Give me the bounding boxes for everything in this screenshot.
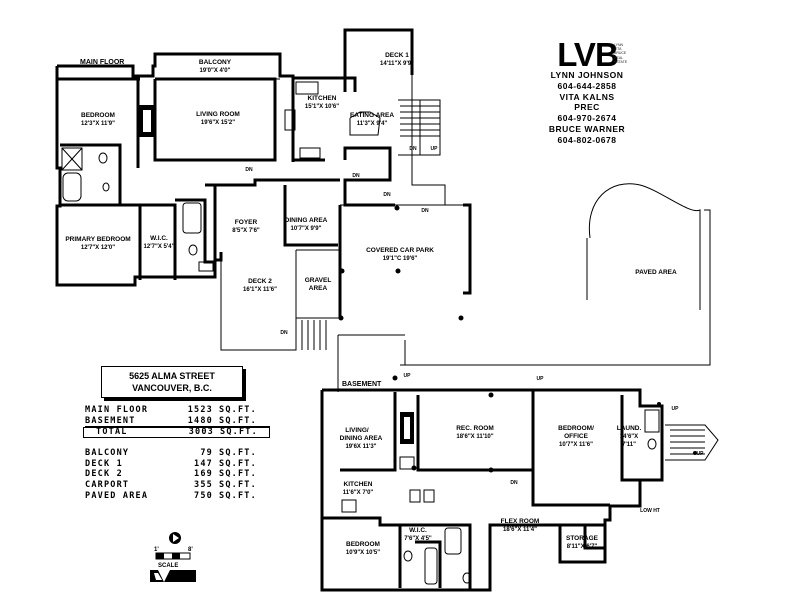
eating-area-name: EATING AREA xyxy=(350,112,394,119)
paved-area-name: PAVED AREA xyxy=(635,269,677,276)
area-row-total: TOTAL 3003 SQ.FT. xyxy=(83,427,270,439)
scale-left-label: 1' xyxy=(154,547,159,553)
base-bedroom-name: BEDROOM xyxy=(346,541,380,548)
wic-dim: 12'7"X 5'4" xyxy=(144,244,175,250)
rec-room-dim: 18'6"X 11'10" xyxy=(456,434,493,440)
bedroom-dim: 12'3"X 11'9" xyxy=(81,121,115,127)
dn-mark: DN xyxy=(421,208,429,214)
base-kitchen-dim: 11'6"X 7'0" xyxy=(343,490,374,496)
agent-name-3: BRUCE WARNER xyxy=(548,123,626,134)
kitchen-dim: 15'1"X 10'6" xyxy=(305,104,339,110)
base-living-name2: DINING AREA xyxy=(340,435,383,442)
low-ht-mark: LOW HT xyxy=(640,508,660,514)
car-park-dim: 19'1"C 19'6" xyxy=(383,256,418,262)
brokerage-logo: LVB LYNN VITA BRUCE REAL ESTATE xyxy=(540,38,635,72)
north-arrow-icon xyxy=(150,570,196,582)
primary-bedroom-name: PRIMARY BEDROOM xyxy=(65,236,130,243)
dn-mark: DN xyxy=(409,146,417,152)
eating-area-dim: 11'3"X 9'4" xyxy=(357,121,388,127)
base-living-dim: 19'6X 11'3" xyxy=(345,444,376,450)
area-row-main: MAIN FLOOR 1523 SQ.FT. xyxy=(85,405,257,415)
scale-bar-icon xyxy=(150,532,196,582)
storage-name: STORAGE xyxy=(566,535,599,542)
living-room-name: LIVING ROOM xyxy=(196,111,240,118)
deck1-name: DECK 1 xyxy=(385,52,409,59)
flex-room-dim: 18'6"X 11'4" xyxy=(503,527,537,533)
deck2-dim: 16'1"X 11'6" xyxy=(243,287,277,293)
office-dim: 10'7"X 11'6" xyxy=(559,442,593,448)
office-name2: OFFICE xyxy=(564,433,588,440)
base-bedroom-dim: 10'9"X 10'5" xyxy=(346,550,380,556)
toilet-icon xyxy=(98,152,108,164)
balcony-name: BALCONY xyxy=(199,59,232,66)
address-line-1: 5625 ALMA STREET xyxy=(129,371,215,381)
base-kitchen-name: KITCHEN xyxy=(344,481,373,488)
bedroom-name: BEDROOM xyxy=(81,112,115,119)
scale-right-label: 8' xyxy=(188,547,193,553)
logo-mark: LVB xyxy=(557,36,619,73)
deck1-dim: 14'11"X 9'9" xyxy=(380,61,414,67)
gravel-name: GRAVEL xyxy=(305,277,332,284)
address-box: 5625 ALMA STREET VANCOUVER, B.C. xyxy=(101,366,243,398)
bathtub-icon xyxy=(62,172,82,202)
up-mark: UP xyxy=(404,373,412,379)
agent-title-2: PREC xyxy=(574,102,600,113)
main-floor-label: MAIN FLOOR xyxy=(80,59,124,66)
wic-name: W.I.C. xyxy=(150,235,168,242)
flex-room-name: FLEX ROOM xyxy=(501,518,540,525)
scale-label: SCALE xyxy=(158,563,179,569)
logo-subtext: LYNN VITA BRUCE REAL ESTATE xyxy=(614,43,628,64)
agent-phone-1: 604-644-2858 xyxy=(557,80,617,91)
office-name: BEDROOM/ xyxy=(558,425,594,432)
car-park-name: COVERED CAR PARK xyxy=(366,247,434,254)
up-mark: UP xyxy=(431,146,439,152)
foyer-name: FOYER xyxy=(235,219,258,226)
area-table: MAIN FLOOR 1523 SQ.FT. BASEMENT 1480 SQ.… xyxy=(83,405,270,501)
main-floor-walls xyxy=(55,28,711,392)
balcony-dim: 19'0"X 4'0" xyxy=(200,68,231,74)
address-line-2: VANCOUVER, B.C. xyxy=(132,383,212,393)
base-wic-name: W.I.C. xyxy=(409,527,427,534)
agent-phone-3: 604-802-0678 xyxy=(557,134,617,145)
foyer-dim: 8'5"X 7'6" xyxy=(232,228,260,234)
dining-area-dim: 10'7"X 9'9" xyxy=(291,226,322,232)
up-mark: UP xyxy=(672,406,680,412)
base-wic-dim: 7'6"X 4'5" xyxy=(404,536,432,542)
dn-mark: DN xyxy=(352,173,360,179)
dn-mark: DN xyxy=(280,330,288,336)
area-row-basement: BASEMENT 1480 SQ.FT. xyxy=(85,416,270,428)
dn-mark: DN xyxy=(510,480,518,486)
up-mark: UP xyxy=(697,451,705,457)
up-mark: UP xyxy=(537,376,545,382)
deck2-name: DECK 2 xyxy=(248,278,272,285)
agent-phone-2: 604-970-2674 xyxy=(557,113,617,124)
living-room-dim: 19'6"X 15'2" xyxy=(201,120,235,126)
basement-walls xyxy=(320,375,719,592)
laundry-name: LAUND. xyxy=(617,425,642,432)
dn-mark: DN xyxy=(383,192,391,198)
basement-label: BASEMENT xyxy=(342,381,382,388)
storage-dim: 8'11"X 6'7" xyxy=(567,544,598,550)
agent-contacts: LYNN JOHNSON 604-644-2858 VITA KALNS PRE… xyxy=(534,70,640,146)
area-row-carport: CARPORT 355 SQ.FT. xyxy=(85,479,257,490)
laundry-dim: 14'6"X xyxy=(620,434,638,440)
rec-room-name: REC. ROOM xyxy=(456,425,494,432)
base-living-name: LIVING/ xyxy=(345,427,369,434)
dining-area-name: DINING AREA xyxy=(285,217,328,224)
area-row-paved: PAVED AREA 750 SQ.FT. xyxy=(85,490,257,501)
area-row-deck2: DECK 2 169 SQ.FT. xyxy=(85,469,257,480)
kitchen-name: KITCHEN xyxy=(308,95,337,102)
stair-icon xyxy=(400,100,440,155)
agent-name-1: LYNN JOHNSON xyxy=(550,70,624,80)
stair-icon xyxy=(665,424,719,461)
primary-bedroom-dim: 12'7"X 12'0" xyxy=(81,245,115,251)
stair-icon xyxy=(295,320,327,350)
gravel-name2: AREA xyxy=(309,285,328,292)
area-row-deck1: DECK 1 147 SQ.FT. xyxy=(85,458,257,469)
agent-name-2: VITA KALNS xyxy=(559,91,615,102)
dn-mark: DN xyxy=(245,167,253,173)
laundry-dim2: 7'11" xyxy=(622,442,636,448)
area-row-balcony: BALCONY 79 SQ.FT. xyxy=(85,448,257,459)
